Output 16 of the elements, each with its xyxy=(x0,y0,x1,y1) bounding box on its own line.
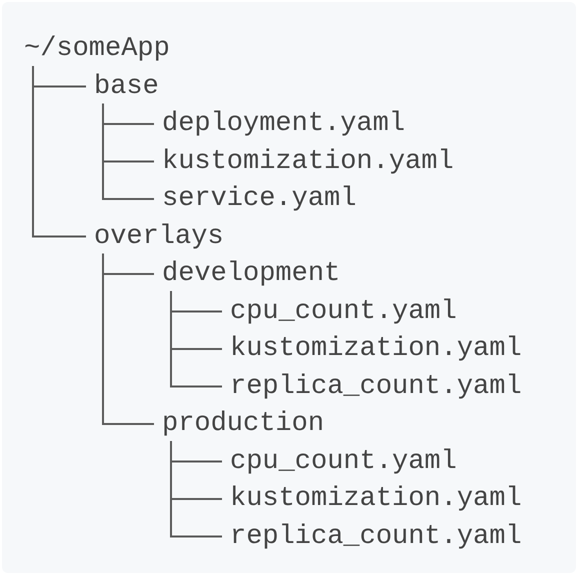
folder-name: base xyxy=(94,70,159,104)
folder-name: development xyxy=(162,257,340,291)
file-name: kustomization.yaml xyxy=(230,482,522,516)
file-name: service.yaml xyxy=(162,182,356,216)
folder-name: overlays xyxy=(94,220,224,254)
file-name: cpu_count.yaml xyxy=(230,294,457,328)
file-name: replica_count.yaml xyxy=(230,520,522,554)
tree-connector xyxy=(102,254,154,425)
file-name: deployment.yaml xyxy=(162,107,406,141)
file-name: kustomization.yaml xyxy=(162,144,454,178)
file-name: kustomization.yaml xyxy=(230,332,522,366)
file-name: cpu_count.yaml xyxy=(230,444,457,478)
file-name: replica_count.yaml xyxy=(230,370,522,404)
folder-name: production xyxy=(162,407,324,441)
folder-name: ~/someApp xyxy=(24,32,170,66)
tree-connector xyxy=(32,66,86,238)
